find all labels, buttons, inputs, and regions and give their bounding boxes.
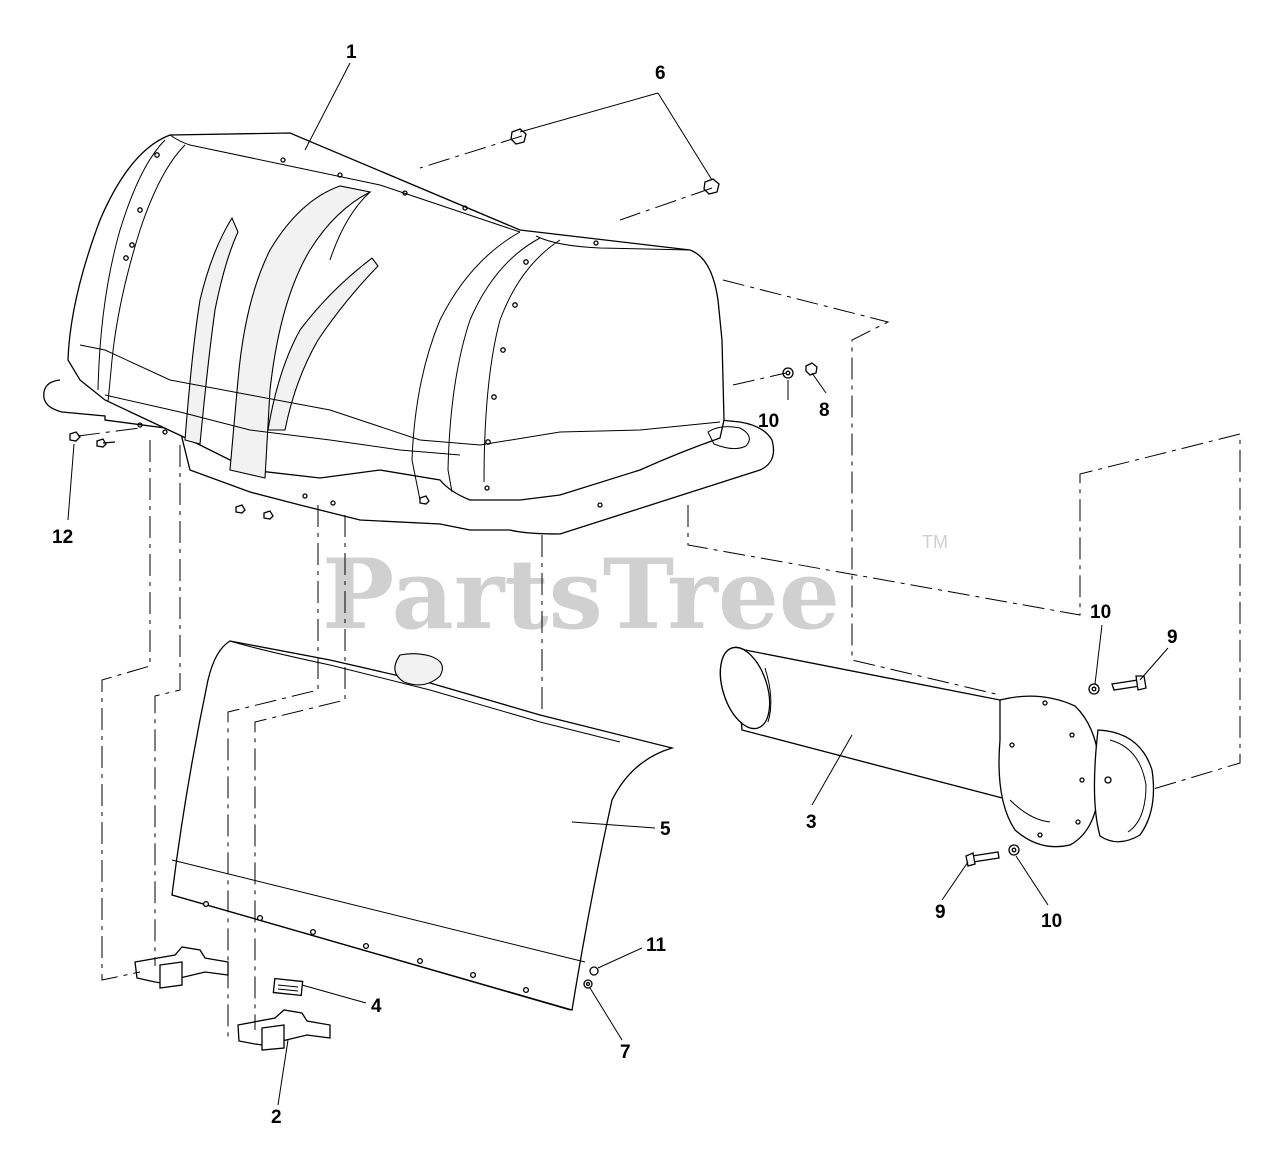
part-3-tube <box>719 646 1155 848</box>
callout-3: 3 <box>806 812 817 833</box>
callout-7: 7 <box>620 1042 631 1063</box>
flange-holes <box>1009 700 1112 838</box>
callout-11: 11 <box>646 935 667 956</box>
assembly-lines <box>77 135 1241 1040</box>
watermark: PartsTree TM <box>322 532 948 651</box>
part-2-brackets <box>134 946 331 1051</box>
callout-5: 5 <box>660 819 671 840</box>
watermark-brand: PartsTree <box>322 538 840 651</box>
part-4-decal <box>272 977 304 997</box>
callout-10-lower: 10 <box>1041 911 1062 932</box>
callout-6: 6 <box>655 63 666 84</box>
callout-2: 2 <box>271 1107 282 1128</box>
hood-body <box>67 132 725 501</box>
watermark-trademark: TM <box>922 532 948 552</box>
shield-holes <box>202 900 530 994</box>
callout-4: 4 <box>371 996 382 1017</box>
part-5-shield <box>171 640 675 1011</box>
callout-8: 8 <box>819 400 830 421</box>
callout-10-top: 10 <box>758 411 779 432</box>
part-1-hood <box>43 132 775 535</box>
leader-lines <box>67 62 1169 1106</box>
callout-9-upper: 9 <box>1167 627 1178 648</box>
callout-1: 1 <box>346 42 357 63</box>
callout-12: 12 <box>52 527 73 548</box>
hardware <box>69 128 1147 989</box>
callout-10-right: 10 <box>1090 602 1111 623</box>
hood-holes <box>123 152 603 508</box>
callout-labels: 1 6 10 8 12 10 9 3 5 9 10 11 4 7 2 <box>52 42 1178 1128</box>
callout-9-lower: 9 <box>935 902 946 923</box>
